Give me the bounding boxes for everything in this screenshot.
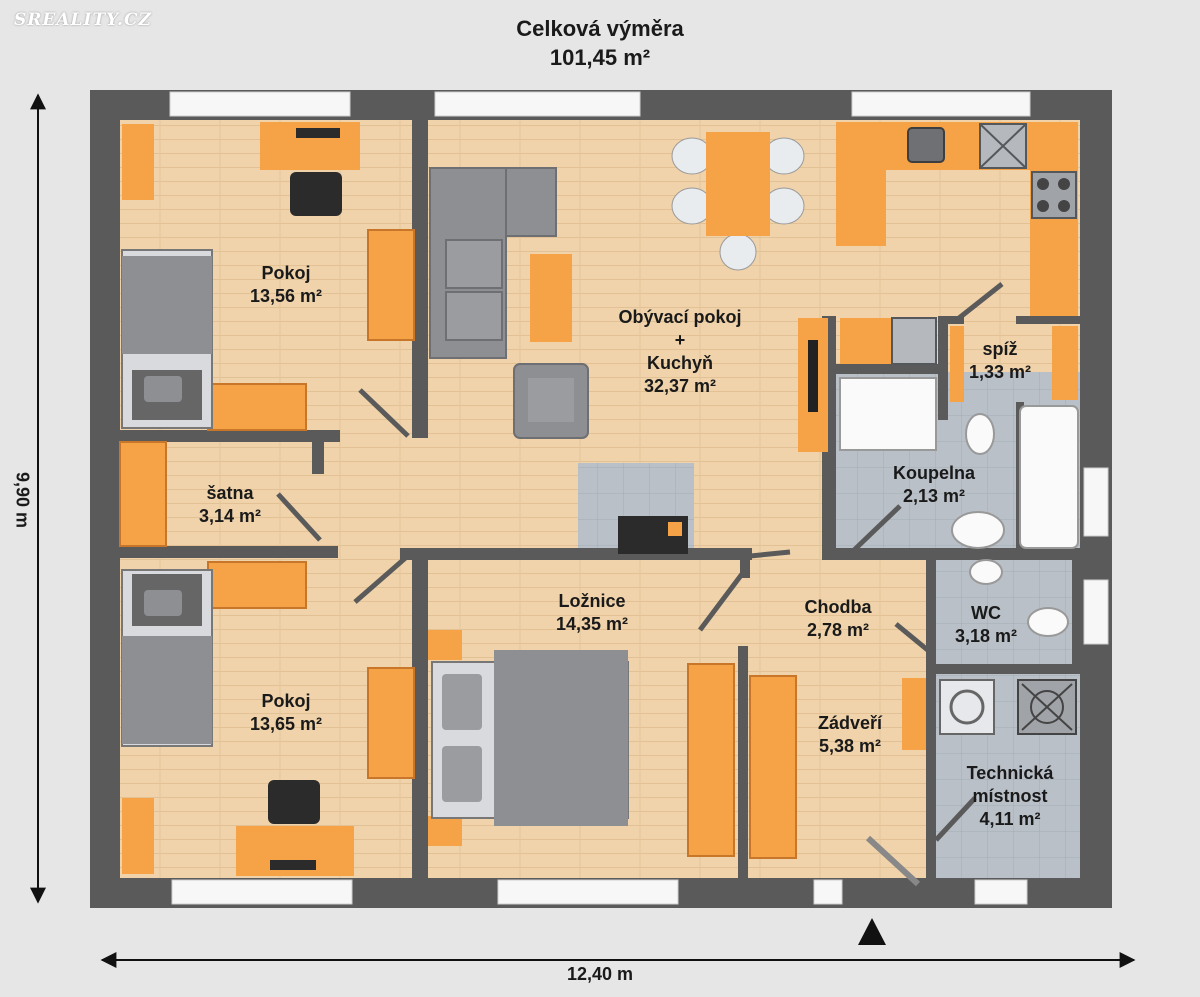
windows (169, 91, 1109, 905)
armchair (513, 363, 589, 439)
total-area-title: Celková výměra (516, 16, 684, 41)
room-area: 2,78 m² (806, 620, 870, 640)
room-name: Chodba (804, 597, 872, 617)
room-label-master-bedroom: Ložnice 14,35 m² (556, 590, 628, 636)
room-label-wc: WC 3,18 m² (955, 602, 1017, 648)
kitchen-counter (836, 122, 1078, 402)
room-name: Technická (966, 763, 1054, 783)
room-name: WC (970, 603, 1001, 623)
coffee-table (530, 254, 572, 342)
room-label-hallway: Chodba 2,78 m² (805, 596, 872, 642)
room-label-entrance-hall: Zádveří 5,38 m² (818, 712, 882, 758)
dining-table (671, 132, 805, 271)
room-name: Koupelna (892, 463, 976, 483)
total-area: Celková výměra 101,45 m² (516, 14, 684, 72)
watermark-logo: SREALITY.CZ (14, 10, 152, 30)
room-label-living-kitchen: Obývací pokoj + Kuchyň 32,37 m² (618, 306, 741, 398)
room-area: 4,11 m² (979, 809, 1041, 829)
master-bed (428, 630, 629, 846)
room-name: Ložnice (558, 591, 626, 611)
height-dimension-label: 9,90 m (12, 471, 33, 529)
room-area: 3,14 m² (198, 506, 262, 526)
room-name: Zádveří (817, 713, 883, 733)
entrance-arrow-icon (858, 918, 886, 945)
sofa (429, 167, 557, 359)
room-area: 2,13 m² (902, 486, 966, 506)
room-name: Pokoj (261, 263, 311, 283)
wardrobes-hall (687, 663, 926, 859)
room-name-plus: + (674, 330, 686, 350)
doors (276, 282, 1004, 887)
total-area-value: 101,45 m² (549, 45, 651, 70)
room-name: spíž (982, 339, 1018, 359)
room-area: 3,18 m² (954, 626, 1018, 646)
room-name-2: místnost (972, 786, 1048, 806)
room-label-bathroom: Koupelna 2,13 m² (893, 462, 975, 508)
room-name: Pokoj (261, 691, 311, 711)
room-name-2: Kuchyň (646, 353, 714, 373)
bathroom-fixtures (839, 377, 1079, 637)
room-label-bedroom-2: Pokoj 13,65 m² (250, 690, 322, 736)
tv-cabinet (798, 318, 828, 452)
room-area: 5,38 m² (818, 736, 882, 756)
room-label-pantry: spíž 1,33 m² (969, 338, 1031, 384)
room-area: 13,56 m² (249, 286, 323, 306)
room-name: Obývací pokoj (618, 307, 742, 327)
room-area: 1,33 m² (968, 362, 1032, 382)
room-area: 13,65 m² (249, 714, 323, 734)
room-area: 32,37 m² (643, 376, 717, 396)
walk-in-closet-shelves (119, 441, 307, 609)
bedroom1-furniture (121, 122, 415, 431)
bedroom2-furniture (121, 569, 415, 876)
room-label-technical-room: Technická místnost 4,11 m² (967, 762, 1054, 831)
room-label-walk-in-closet: šatna 3,14 m² (199, 482, 261, 528)
technical-room-appliances (939, 679, 1077, 735)
room-area: 14,35 m² (555, 614, 629, 634)
stove (618, 516, 688, 554)
room-name: šatna (206, 483, 254, 503)
width-dimension-label: 12,40 m (566, 964, 634, 984)
room-label-bedroom-1: Pokoj 13,56 m² (250, 262, 322, 308)
